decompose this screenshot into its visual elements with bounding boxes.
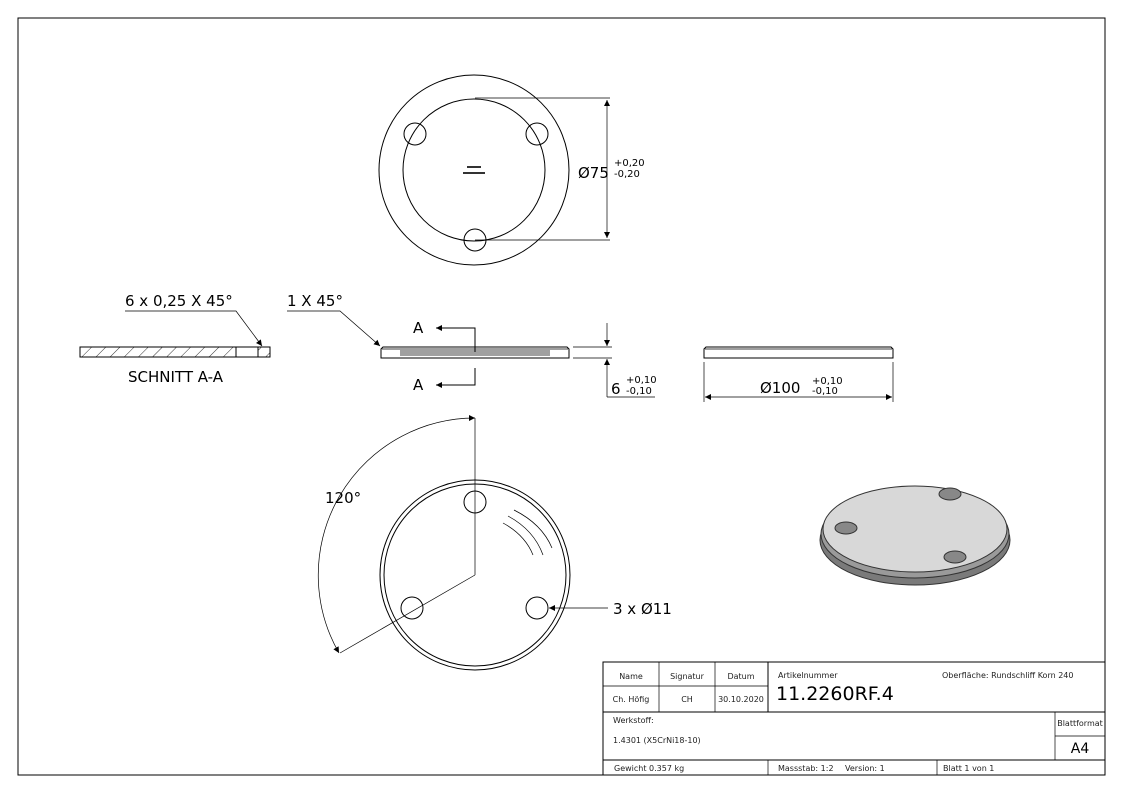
hole bbox=[403, 122, 427, 146]
hole bbox=[943, 550, 967, 564]
material-value: 1.4301 (X5CrNi18-10) bbox=[613, 736, 701, 745]
format-header: Blattformat bbox=[1057, 719, 1103, 728]
title-block: Name Signatur Datum Ch. Höfig CH 30.10.2… bbox=[602, 661, 1106, 776]
angle-dimension-arc bbox=[317, 415, 476, 654]
hole bbox=[525, 122, 549, 146]
top-view: Ø75 +0,20 -0,20 bbox=[378, 74, 645, 266]
weight: Gewicht 0.357 kg bbox=[614, 764, 684, 773]
inner-circle bbox=[402, 98, 546, 242]
hole bbox=[834, 521, 858, 535]
isometric-view bbox=[819, 485, 1011, 586]
name-value: Ch. Höfig bbox=[613, 695, 650, 704]
signature-value: CH bbox=[681, 695, 693, 704]
holes-callout: 3 x Ø11 bbox=[613, 600, 672, 618]
section-view: 6 x 0,25 X 45° SCHNITT A-A bbox=[79, 292, 271, 386]
section-arrow-top bbox=[436, 325, 476, 352]
date-header: Datum bbox=[727, 672, 754, 681]
bottom-view: 120° 3 x Ø11 bbox=[317, 415, 672, 671]
name-header: Name bbox=[619, 672, 643, 681]
material-header: Werkstoff: bbox=[613, 716, 654, 725]
tolerance-upper: +0,10 bbox=[626, 375, 657, 386]
scale: Massstab: 1:2 bbox=[778, 764, 834, 773]
date-value: 30.10.2020 bbox=[718, 695, 764, 704]
dimension-d100: Ø100 bbox=[760, 379, 800, 397]
tolerance-upper: +0,10 bbox=[812, 376, 843, 387]
hole bbox=[525, 596, 549, 620]
tolerance-upper: +0,20 bbox=[614, 158, 645, 169]
format-value: A4 bbox=[1071, 741, 1090, 757]
chamfer-callout-side: 1 X 45° bbox=[287, 292, 343, 310]
tolerance-lower: -0,20 bbox=[614, 169, 640, 180]
tolerance-lower: -0,10 bbox=[626, 386, 652, 397]
article-number: 11.2260RF.4 bbox=[776, 683, 894, 705]
tolerance-lower: -0,10 bbox=[812, 386, 838, 397]
chamfer-callout: 6 x 0,25 X 45° bbox=[125, 292, 233, 310]
side-view: 1 X 45° A A 6 +0,10 -0,10 bbox=[287, 292, 657, 398]
hole bbox=[938, 487, 962, 501]
right-view: Ø100 +0,10 -0,10 bbox=[703, 346, 894, 402]
section-mark-top: A bbox=[413, 319, 424, 337]
signature-header: Signatur bbox=[670, 672, 705, 681]
version: Version: 1 bbox=[845, 764, 885, 773]
angle-label: 120° bbox=[325, 489, 361, 507]
outer-circle bbox=[378, 74, 570, 266]
section-title: SCHNITT A-A bbox=[128, 368, 224, 386]
engraved-text-mark-icon bbox=[463, 166, 485, 174]
sheet-number: Blatt 1 von 1 bbox=[943, 764, 994, 773]
dimension-thickness: 6 bbox=[611, 380, 621, 398]
article-header: Artikelnummer bbox=[778, 671, 838, 680]
surface-spec: Oberfläche: Rundschliff Korn 240 bbox=[942, 671, 1073, 680]
dimension-d75: Ø75 bbox=[578, 164, 609, 182]
section-arrow-bottom bbox=[436, 368, 476, 388]
drawing-border bbox=[17, 17, 1106, 776]
grain-mark-icon bbox=[502, 522, 534, 556]
section-mark-bottom: A bbox=[413, 376, 424, 394]
